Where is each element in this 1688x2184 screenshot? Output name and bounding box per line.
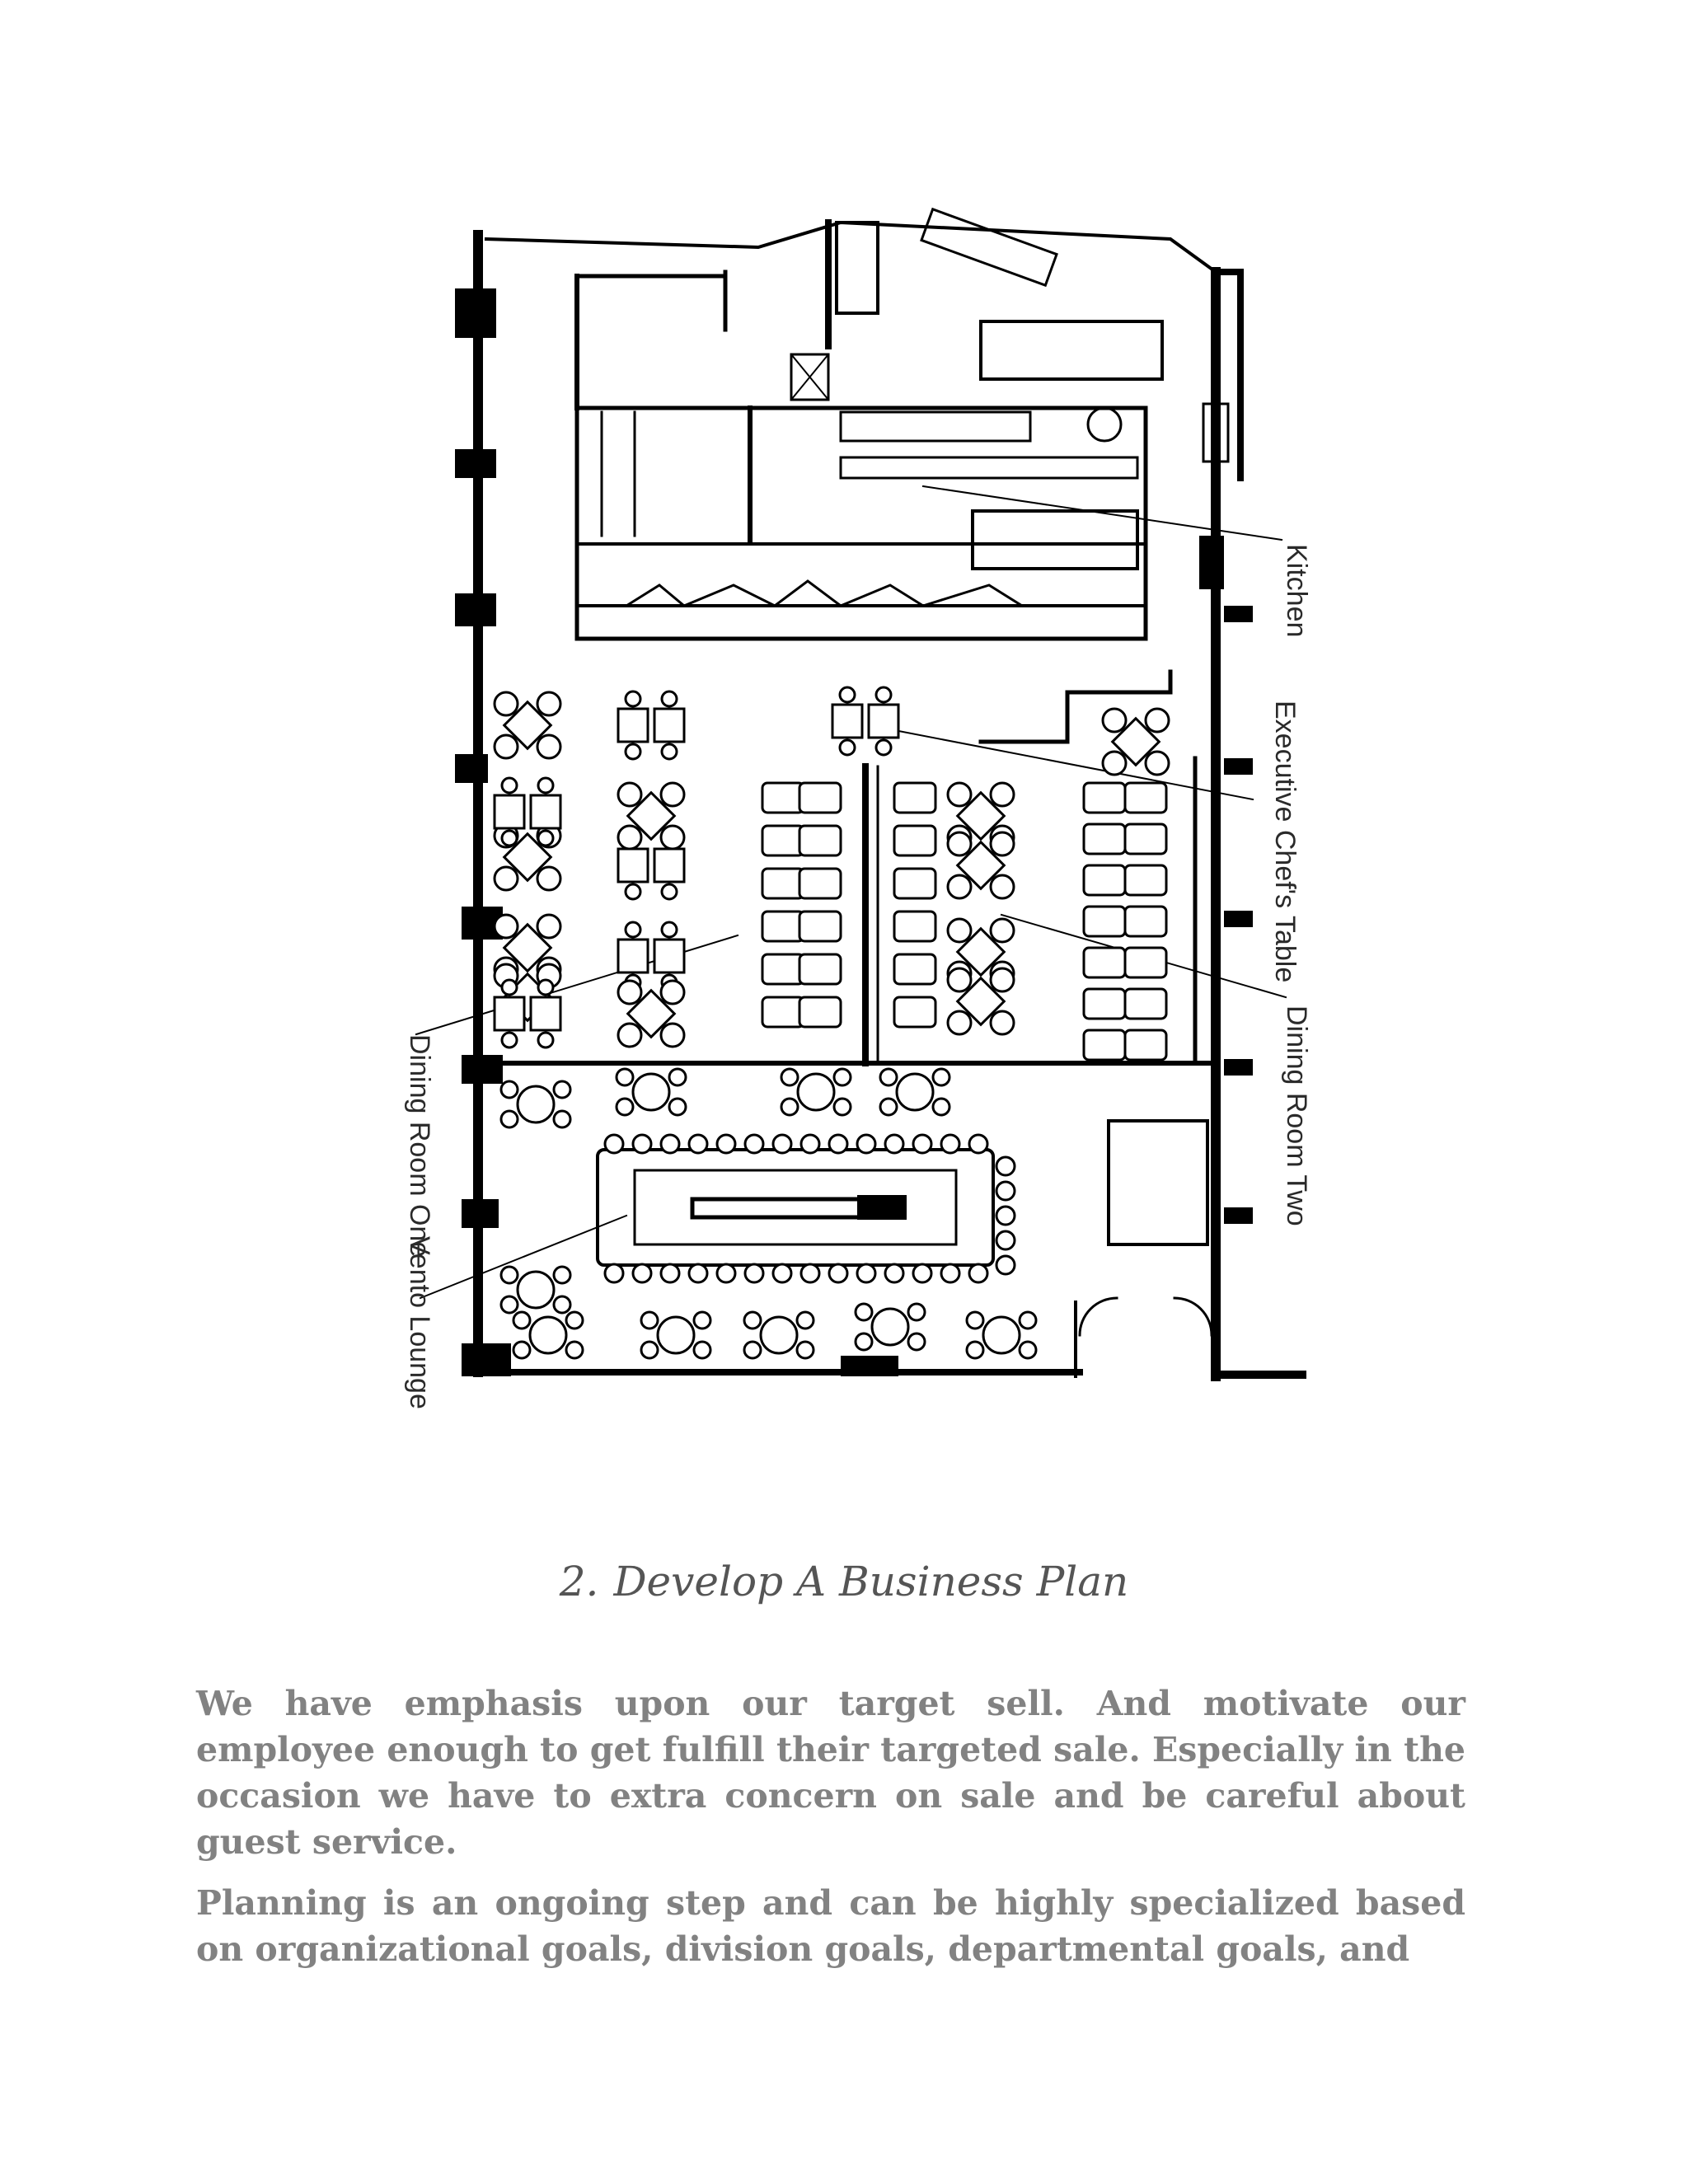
diamond-table-icon (493, 691, 562, 760)
bar-stool-icon (884, 1133, 905, 1155)
bar-stool-icon (799, 1133, 821, 1155)
booth-seat-icon (798, 953, 842, 986)
bar-stool-icon (659, 1133, 681, 1155)
bar-stool-icon (995, 1254, 1016, 1276)
diamond-table-icon (946, 831, 1015, 900)
booth-seat-icon (1082, 864, 1127, 897)
bar-stool-icon (940, 1263, 961, 1284)
booth-seat-icon (1082, 781, 1127, 814)
bar-stool-icon (715, 1133, 737, 1155)
bar-stool-icon (799, 1263, 821, 1284)
booth-seat-icon (893, 910, 937, 943)
diamond-table-icon (617, 979, 686, 1048)
booth-seat-icon (1123, 905, 1168, 938)
bar-stool-icon (743, 1133, 765, 1155)
bar-stool-icon (856, 1263, 877, 1284)
bar-stool-icon (856, 1133, 877, 1155)
label-executive-chefs-table: Executive Chef's Table (1269, 701, 1301, 983)
floor-plan-figure: Kitchen Executive Chef's Table Dining Ro… (404, 207, 1312, 1409)
label-vento-lounge: Vento Lounge (404, 1236, 435, 1409)
booth-seat-icon (1123, 781, 1168, 814)
booth-seat-icon (1082, 987, 1127, 1020)
bar-stool-icon (995, 1205, 1016, 1226)
bar-stool-icon (603, 1133, 625, 1155)
round-table-icon (965, 1310, 1038, 1360)
bar-stool-icon (659, 1263, 681, 1284)
booth-seat-icon (893, 781, 937, 814)
label-dining-room-one: Dining Room One (404, 1034, 435, 1258)
section-heading: 2. Develop A Business Plan (0, 1558, 1688, 1605)
label-dining-room-two: Dining Room Two (1281, 1005, 1312, 1226)
booth-seat-icon (761, 996, 805, 1029)
two-top-table-icon (493, 776, 562, 847)
booth-seat-icon (798, 781, 842, 814)
booth-seat-icon (761, 824, 805, 857)
booth-seat-icon (1123, 1029, 1168, 1062)
round-table-icon (879, 1067, 951, 1117)
round-table-icon (499, 1265, 572, 1315)
floor-plan-drawing (415, 207, 1306, 1381)
label-kitchen: Kitchen (1281, 544, 1312, 638)
diamond-table-icon (946, 967, 1015, 1036)
round-table-icon (780, 1067, 852, 1117)
booth-seat-icon (893, 996, 937, 1029)
bar-stool-icon (687, 1133, 709, 1155)
booth-seat-icon (893, 953, 937, 986)
booth-seat-icon (1082, 946, 1127, 979)
bar-stool-icon (715, 1263, 737, 1284)
body-paragraph-2: Planning is an ongoing step and can be h… (196, 1883, 1465, 1969)
section-title: Develop A Business Plan (613, 1558, 1129, 1605)
bar-stool-icon (884, 1263, 905, 1284)
booth-seat-icon (798, 910, 842, 943)
diamond-table-icon (617, 781, 686, 851)
bar-stool-icon (743, 1263, 765, 1284)
bar-stool-icon (995, 1230, 1016, 1251)
bar-stool-icon (968, 1133, 989, 1155)
bar-stool-icon (828, 1133, 849, 1155)
bar-stool-icon (995, 1180, 1016, 1202)
bar-stool-icon (968, 1263, 989, 1284)
bar-stool-icon (631, 1263, 653, 1284)
section-number: 2. (559, 1558, 599, 1605)
body-paragraph-1: We have emphasis upon our target sell. A… (196, 1684, 1465, 1862)
round-table-icon (743, 1310, 815, 1360)
bar-stool-icon (687, 1263, 709, 1284)
booth-seat-icon (893, 824, 937, 857)
booth-seat-icon (1123, 987, 1168, 1020)
two-top-table-icon (831, 686, 900, 757)
round-table-icon (640, 1310, 712, 1360)
bar-stool-icon (631, 1133, 653, 1155)
booth-seat-icon (1082, 1029, 1127, 1062)
bar-stool-icon (771, 1133, 793, 1155)
diamond-table-icon (1101, 707, 1170, 776)
booth-seat-icon (1082, 905, 1127, 938)
booth-seat-icon (1123, 946, 1168, 979)
bar-stool-icon (995, 1155, 1016, 1177)
two-top-table-icon (617, 690, 686, 761)
booth-seat-icon (761, 781, 805, 814)
booth-seat-icon (1082, 823, 1127, 855)
round-table-icon (499, 1080, 572, 1129)
booth-seat-icon (761, 910, 805, 943)
booth-seat-icon (1123, 864, 1168, 897)
round-table-icon (512, 1310, 584, 1360)
booth-seat-icon (761, 953, 805, 986)
round-table-icon (854, 1302, 926, 1352)
bar-stool-icon (828, 1263, 849, 1284)
round-table-icon (615, 1067, 687, 1117)
booth-seat-icon (893, 867, 937, 900)
bar-stool-icon (940, 1133, 961, 1155)
bar-stool-icon (771, 1263, 793, 1284)
booth-seat-icon (798, 996, 842, 1029)
bar-stool-icon (912, 1133, 933, 1155)
two-top-table-icon (493, 978, 562, 1049)
bar-stool-icon (912, 1263, 933, 1284)
booth-seat-icon (798, 824, 842, 857)
booth-seat-icon (1123, 823, 1168, 855)
bar-stool-icon (603, 1263, 625, 1284)
booth-seat-icon (761, 867, 805, 900)
booth-seat-icon (798, 867, 842, 900)
